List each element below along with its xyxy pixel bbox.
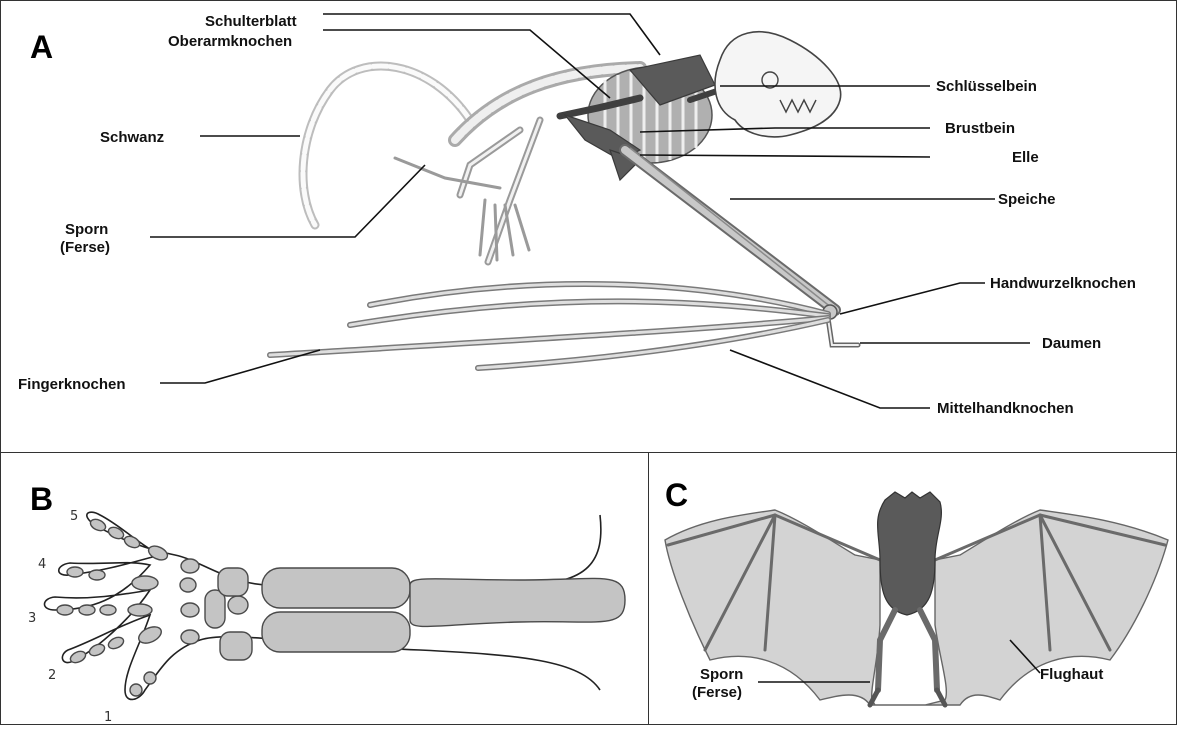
panel-a-letter: A — [30, 29, 53, 65]
panel-c: C Sporn (Ferse) Flughaut — [665, 477, 1168, 705]
digit-number-4: 4 — [38, 557, 46, 572]
label-brustbein: Brustbein — [945, 120, 1015, 137]
radius-bone-b — [262, 612, 410, 652]
label-sporn-c: Sporn — [700, 666, 743, 683]
label-schluesselbein: Schlüsselbein — [936, 78, 1037, 95]
skull — [715, 32, 841, 137]
label-ferse-c: (Ferse) — [692, 684, 742, 701]
tail-bones — [303, 66, 470, 225]
label-speiche: Speiche — [998, 191, 1056, 208]
ulna-bone-b — [262, 568, 410, 608]
label-sporn: Sporn — [65, 221, 108, 238]
label-flughaut: Flughaut — [1040, 666, 1103, 683]
humerus-bone-b — [410, 578, 625, 626]
hind-leg — [395, 120, 540, 262]
label-oberarmknochen: Oberarmknochen — [168, 33, 292, 50]
digit-number-5: 5 — [70, 509, 78, 524]
label-elle: Elle — [1012, 149, 1039, 166]
label-daumen: Daumen — [1042, 335, 1101, 352]
label-mittelhandknochen: Mittelhandknochen — [937, 400, 1074, 417]
label-handwurzelknochen: Handwurzelknochen — [990, 275, 1136, 292]
label-ferse: (Ferse) — [60, 239, 110, 256]
panel-c-letter: C — [665, 477, 688, 513]
panel-a: A — [18, 13, 1136, 417]
digit-number-2: 2 — [48, 668, 56, 683]
label-schulterblatt: Schulterblatt — [205, 13, 297, 30]
panel-b-letter: B — [30, 481, 53, 517]
label-schwanz: Schwanz — [100, 129, 164, 146]
label-fingerknochen: Fingerknochen — [18, 376, 126, 393]
thumb-bone — [828, 318, 858, 345]
panel-b: B — [28, 481, 625, 725]
digit-number-1: 1 — [104, 710, 112, 725]
digit-number-3: 3 — [28, 611, 36, 626]
bat-body — [878, 492, 942, 615]
bat-legs — [878, 610, 937, 690]
